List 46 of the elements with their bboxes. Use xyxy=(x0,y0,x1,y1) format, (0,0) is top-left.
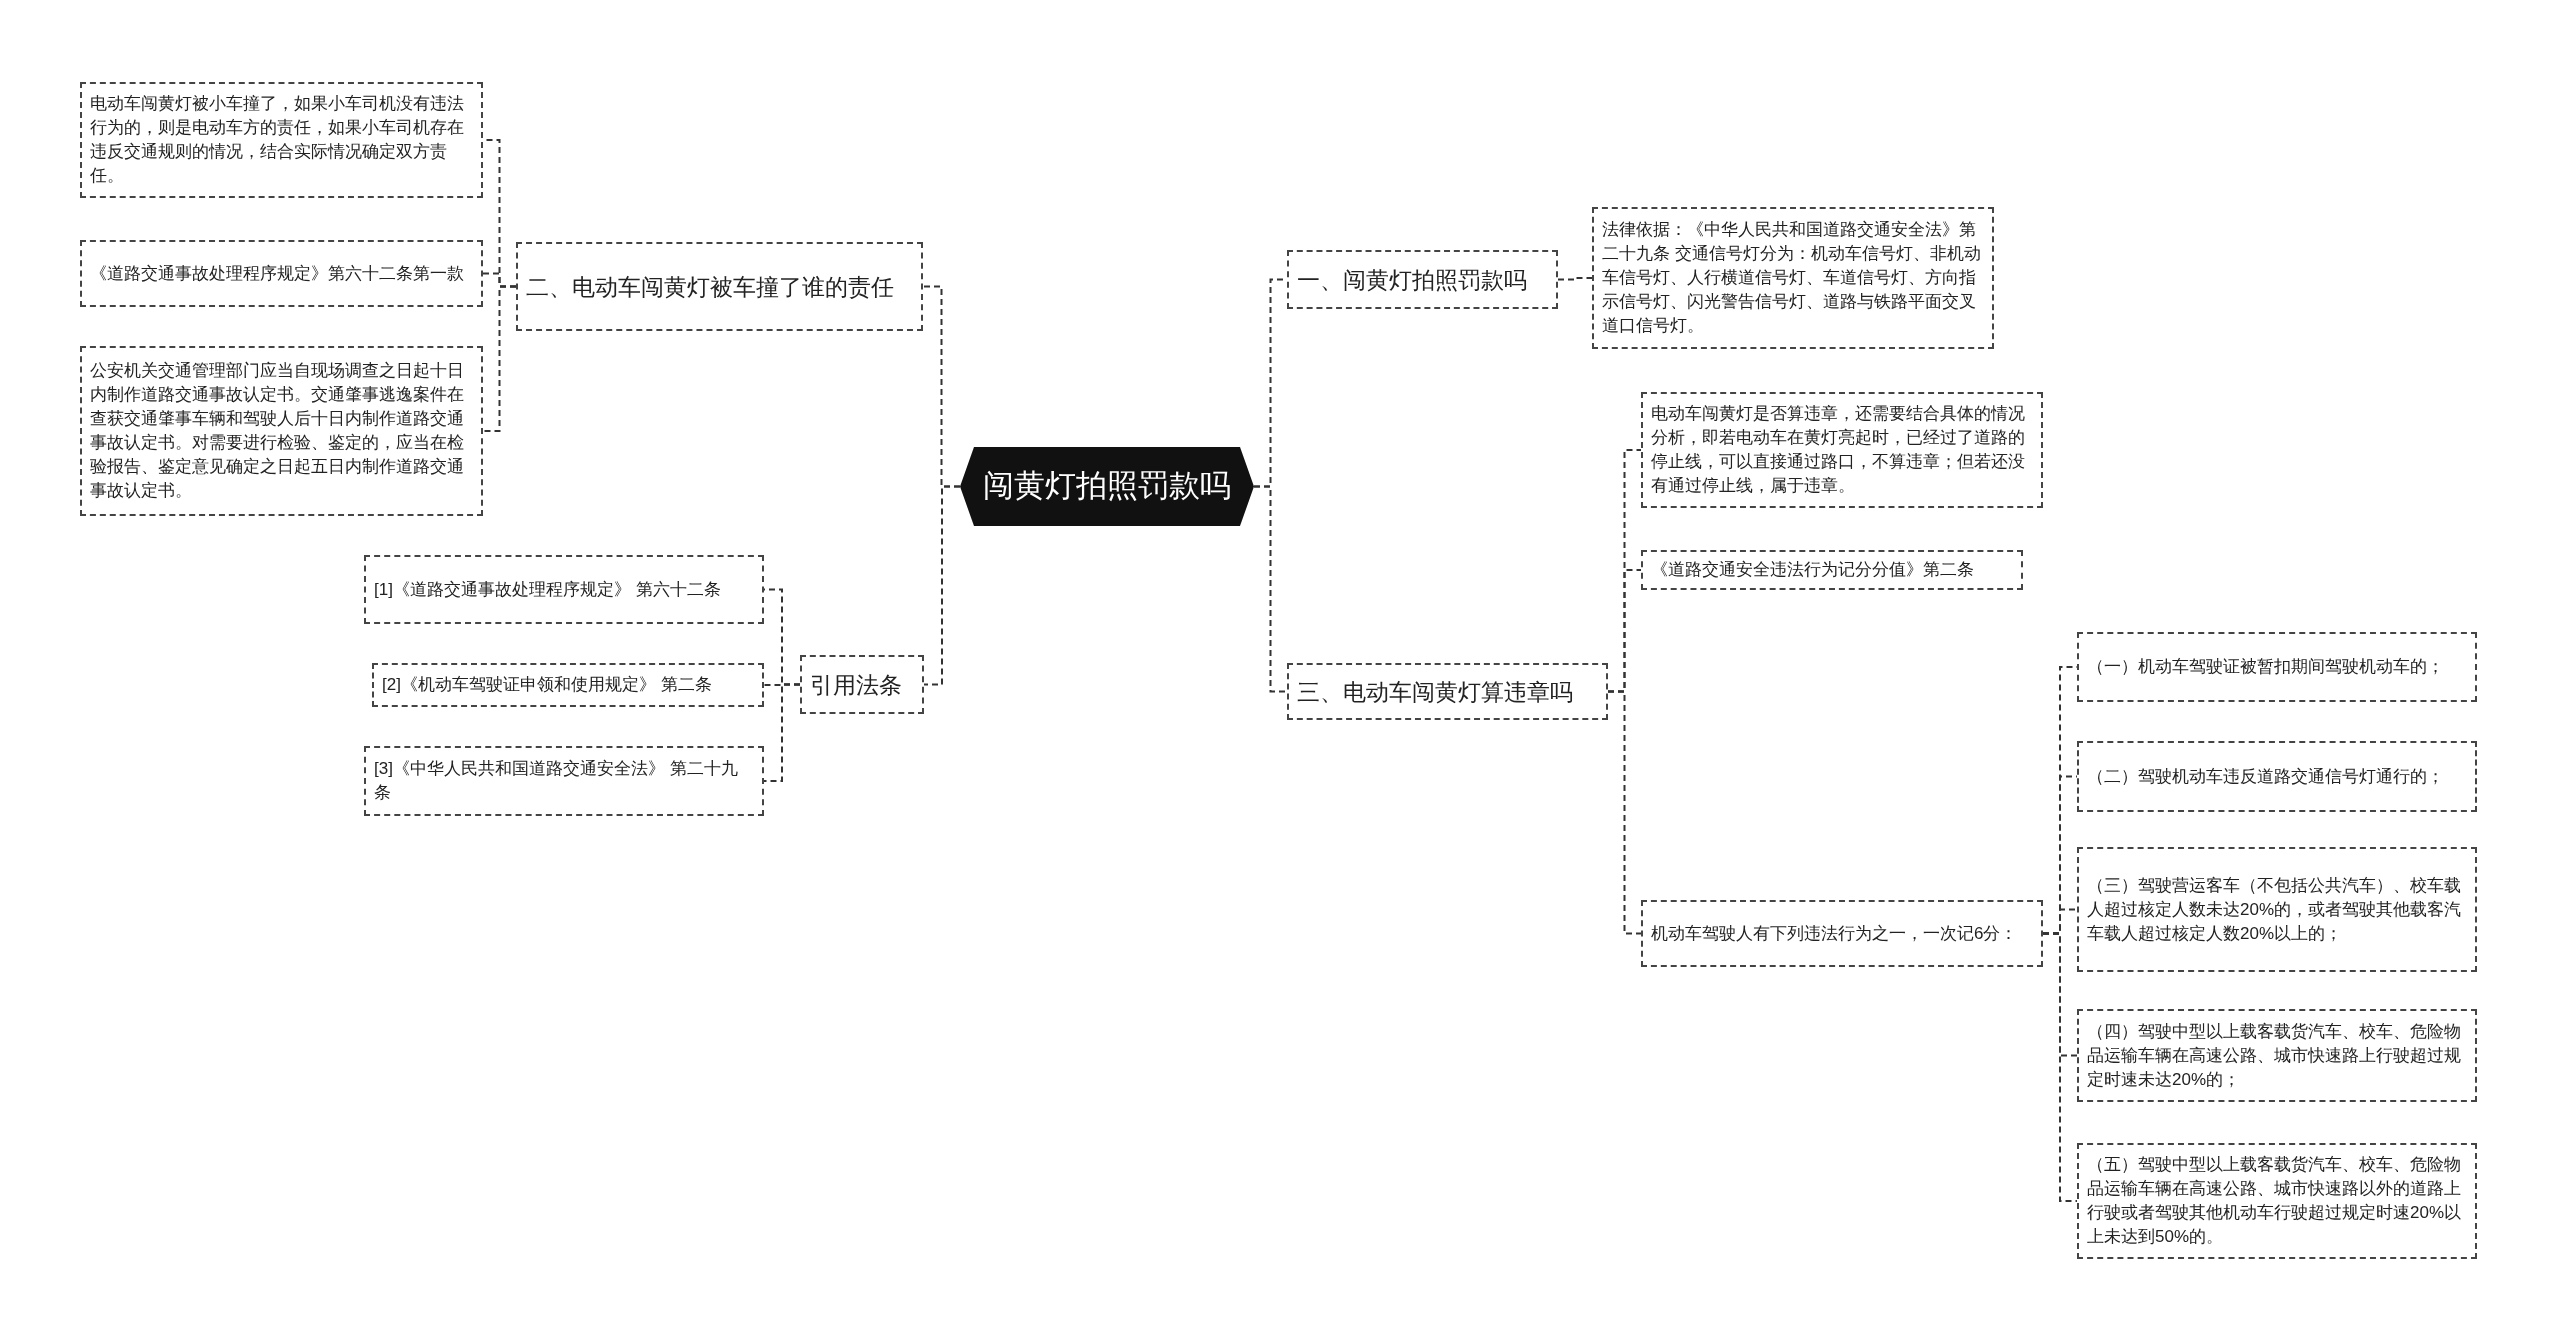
note-text: 《道路交通事故处理程序规定》第六十二条第一款 xyxy=(90,262,465,285)
branch-box xyxy=(516,242,923,331)
note-text: [1]《道路交通事故处理程序规定》 第六十二条 xyxy=(374,578,722,601)
note-box xyxy=(1641,900,2043,967)
connector-line xyxy=(923,485,961,686)
branch-box xyxy=(800,655,924,714)
note-text: 机动车驾驶人有下列违法行为之一，一次记6分： xyxy=(1651,922,2019,945)
branch-label: 三、电动车闯黄灯算违章吗 xyxy=(1297,677,1574,707)
note-text: 公安机关交通管理部门应当自现场调查之日起十日内制作道路交通事故认定书。交通肇事逃逸案件在查获交通肇事车辆和驾驶人后十日内制作道路交通事故认定书。对需要进行检验、鉴定的，应当在检验报告、鉴定意见确定之日起五日内制作道路交通事故认定书。 xyxy=(90,360,465,502)
branch-box xyxy=(1287,250,1558,309)
note-text: 法律依据：《中华人民共和国道路交通安全法》第二十九条 交通信号灯分为：机动车信号灯、非机动车信号灯、人行横道信号灯、车道信号灯、方向指示信号灯、闪光警告信号灯、道路与铁路平面交叉道口信号灯。 xyxy=(1602,219,1982,337)
note-box xyxy=(1641,392,2043,508)
connector-line xyxy=(763,683,801,782)
note-box xyxy=(2077,847,2477,972)
note-text: （一）机动车驾驶证被暂扣期间驾驶机动车的； xyxy=(2087,656,2445,678)
note-box xyxy=(372,663,764,707)
note-text: （四）驾驶中型以上载客载货汽车、校车、危险物品运输车辆在高速公路、城市快速路上行驶超过规定时速未达20%的； xyxy=(2087,1020,2462,1091)
note-box xyxy=(2077,1143,2477,1259)
note-text: [2]《机动车驾驶证申领和使用规定》 第二条 xyxy=(382,674,713,696)
note-box xyxy=(2077,632,2477,702)
note-text: （三）驾驶营运客车（不包括公共汽车）、校车载人超过核定人数未达20%的，或者驾驶其他载客汽车载人超过核定人数20%以上的； xyxy=(2087,874,2463,945)
note-box xyxy=(80,346,483,516)
connector-line xyxy=(482,285,517,432)
connector-line xyxy=(1557,277,1593,281)
note-box xyxy=(1592,207,1994,349)
topic-label: 闯黄灯拍照罚款吗 xyxy=(983,467,1231,506)
note-box xyxy=(80,82,483,198)
note-box xyxy=(1641,550,2023,590)
branch-label: 二、电动车闯黄灯被车撞了谁的责任 xyxy=(526,272,895,302)
note-text: （二）驾驶机动车违反道路交通信号灯通行的； xyxy=(2087,765,2445,788)
note-text: 《道路交通安全违法行为记分分值》第二条 xyxy=(1651,559,1975,581)
note-text: 电动车闯黄灯被小车撞了，如果小车司机没有违法行为的，则是电动车方的责任，如果小车司机存在违反交通规则的情况，结合实际情况确定双方责任。 xyxy=(90,93,465,187)
note-box xyxy=(364,555,764,624)
note-box xyxy=(80,240,483,307)
connector-line xyxy=(1253,485,1288,693)
note-box xyxy=(2077,1009,2477,1102)
note-box xyxy=(2077,741,2477,812)
note-box xyxy=(364,746,764,816)
note-text: [3]《中华人民共和国道路交通安全法》 第二十九条 xyxy=(374,758,739,804)
connector-line xyxy=(2042,932,2078,1202)
branch-label: 一、闯黄灯拍照罚款吗 xyxy=(1297,265,1528,295)
note-text: 电动车闯黄灯是否算违章，还需要结合具体的情况分析，即若电动车在黄灯亮起时，已经过了道路的停止线，可以直接通过路口，不算违章；但若还没有通过停止线，属于违章。 xyxy=(1651,403,2026,497)
note-text: （五）驾驶中型以上载客载货汽车、校车、危险物品运输车辆在高速公路、城市快速路以外的道路上行驶或者驾驶其他机动车行驶超过规定时速20%以上未达到50%的。 xyxy=(2087,1154,2463,1248)
branch-box xyxy=(1287,663,1608,720)
connector-line xyxy=(1607,690,1642,935)
branch-label: 引用法条 xyxy=(810,670,903,700)
